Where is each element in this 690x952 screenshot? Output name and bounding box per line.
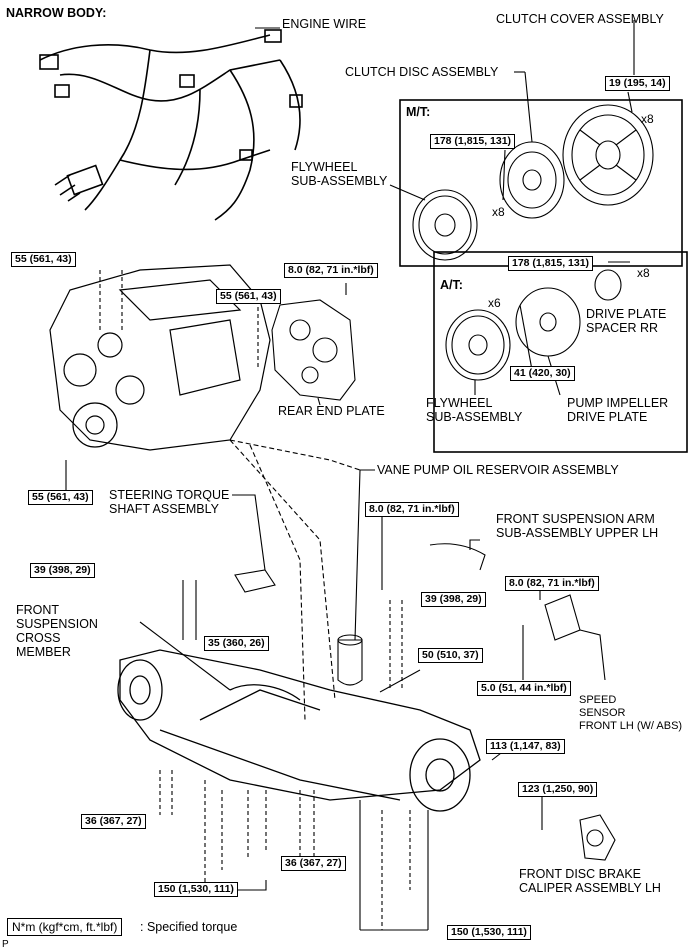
clutch-disc-label: CLUTCH DISC ASSEMBLY	[345, 65, 499, 79]
torque-178-mt: 178 (1,815, 131)	[430, 134, 516, 149]
corner-mark: P	[2, 939, 9, 950]
engine-block-drawing	[49, 264, 271, 451]
torque-150-left: 150 (1,530, 111)	[154, 882, 238, 897]
torque-36-left: 36 (367, 27)	[81, 814, 146, 829]
torque-123: 123 (1,250, 90)	[518, 782, 598, 797]
torque-36-mid: 36 (367, 27)	[281, 856, 346, 871]
clutch-cover-label: CLUTCH COVER ASSEMBLY	[496, 12, 664, 26]
torque-35: 35 (360, 26)	[204, 636, 269, 651]
torque-50: 50 (510, 37)	[418, 648, 483, 663]
torque-39-left: 39 (398, 29)	[30, 563, 95, 578]
cross-member-drawing	[117, 649, 481, 812]
at-section-label: A/T:	[440, 278, 463, 292]
torque-39-right: 39 (398, 29)	[421, 592, 486, 607]
torque-55-top: 55 (561, 43)	[11, 252, 76, 267]
bolt-group-drawing	[159, 505, 524, 930]
torque-8-vane: 8.0 (82, 71 in.*lbf)	[365, 502, 459, 517]
torque-8-rear-plate: 8.0 (82, 71 in.*lbf)	[284, 263, 378, 278]
torque-150-right: 150 (1,530, 111)	[447, 925, 531, 940]
flywheel-mt-drawing	[412, 189, 478, 261]
multiplier-x8-disc: x8	[492, 205, 505, 219]
vane-pump-label: VANE PUMP OIL RESERVOIR ASSEMBLY	[377, 463, 619, 477]
torque-5: 5.0 (51, 44 in.*lbf)	[477, 681, 571, 696]
torque-19: 19 (195, 14)	[605, 76, 670, 91]
torque-178-at: 178 (1,815, 131)	[508, 256, 594, 271]
multiplier-x8-spacer: x8	[637, 266, 650, 280]
clutch-cover-drawing	[562, 104, 654, 206]
legend-description: : Specified torque	[140, 920, 238, 934]
torque-113: 113 (1,147, 83)	[486, 739, 565, 754]
multiplier-x6: x6	[488, 296, 501, 310]
torque-55-mid: 55 (561, 43)	[216, 289, 281, 304]
mt-section-label: M/T:	[406, 105, 431, 119]
torque-41: 41 (420, 30)	[510, 366, 575, 381]
rear-end-plate-label: REAR END PLATE	[278, 404, 385, 418]
legend-unit-box: N*m (kgf*cm, ft.*lbf)	[7, 918, 123, 936]
engine-wire-label: ENGINE WIRE	[282, 17, 367, 31]
multiplier-x8-cover: x8	[641, 112, 654, 126]
rear-end-plate-drawing	[271, 299, 356, 401]
flywheel-at-drawing	[445, 309, 511, 381]
torque-55-bottom: 55 (561, 43)	[28, 490, 93, 505]
page-title: NARROW BODY:	[6, 6, 107, 20]
engine-wire-drawing	[39, 29, 303, 221]
clutch-disc-drawing	[499, 141, 565, 219]
torque-8-sensor: 8.0 (82, 71 in.*lbf)	[505, 576, 599, 591]
